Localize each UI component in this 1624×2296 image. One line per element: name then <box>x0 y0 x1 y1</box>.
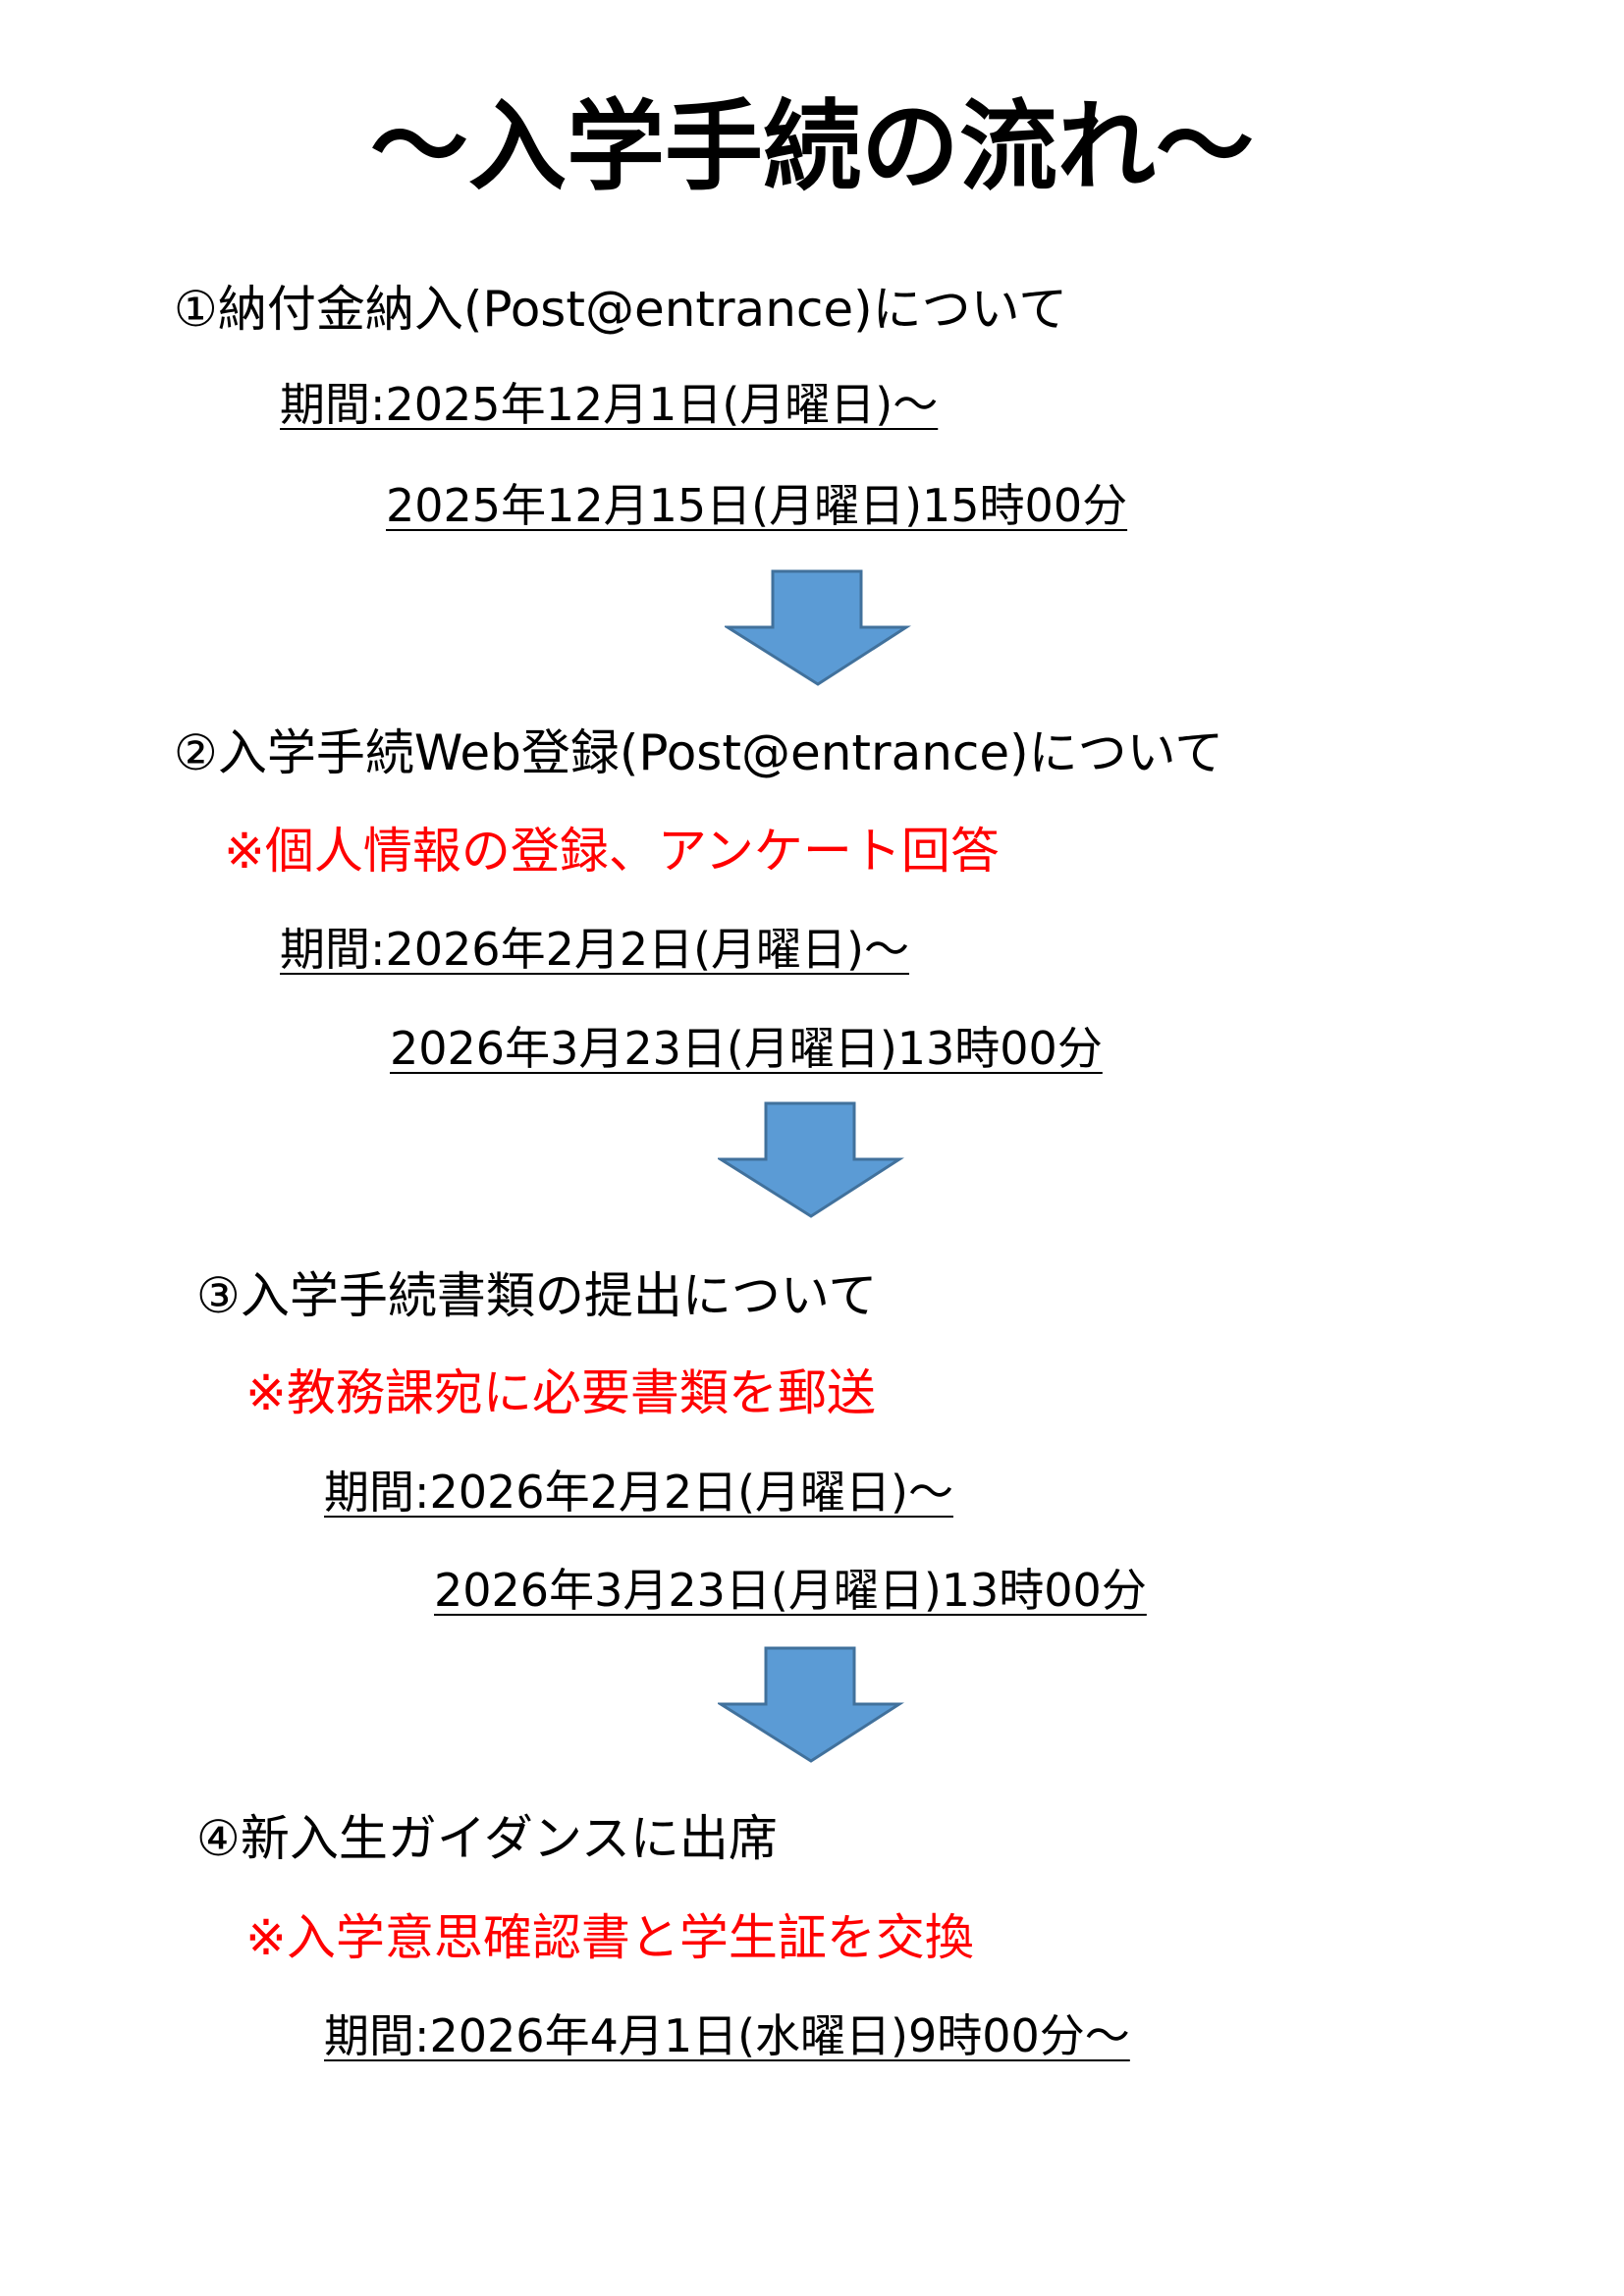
down-arrow-icon <box>725 569 911 686</box>
down-arrow-icon <box>718 1101 904 1218</box>
step4-note: ※入学意思確認書と学生証を交換 <box>245 1909 974 1966</box>
step4-heading: ④新入生ガイダンスに出席 <box>196 1810 778 1867</box>
step1-period-end: 2025年12月15日(月曜日)15時00分 <box>386 479 1128 532</box>
step3-period-end: 2026年3月23日(月曜日)13時00分 <box>434 1564 1147 1617</box>
step3-period-start: 期間:2026年2月2日(月曜日)～ <box>324 1466 953 1519</box>
step2-note: ※個人情報の登録、アンケート回答 <box>224 823 1000 880</box>
step2-period-end: 2026年3月23日(月曜日)13時00分 <box>390 1022 1103 1075</box>
step1-period-start: 期間:2025年12月1日(月曜日)～ <box>280 378 939 431</box>
step1-heading: ①納付金納入(Post@entrance)について <box>174 281 1068 338</box>
step3-heading: ③入学手続書類の提出について <box>196 1267 878 1324</box>
step2-period-start: 期間:2026年2月2日(月曜日)～ <box>280 923 909 976</box>
step4-period-start: 期間:2026年4月1日(水曜日)9時00分～ <box>324 2009 1130 2062</box>
step2-heading: ②入学手続Web登録(Post@entrance)について <box>174 724 1224 781</box>
down-arrow-icon <box>718 1646 904 1763</box>
page-title: ～入学手続の流れ～ <box>370 89 1254 204</box>
step3-note: ※教務課宛に必要書類を郵送 <box>245 1364 876 1421</box>
